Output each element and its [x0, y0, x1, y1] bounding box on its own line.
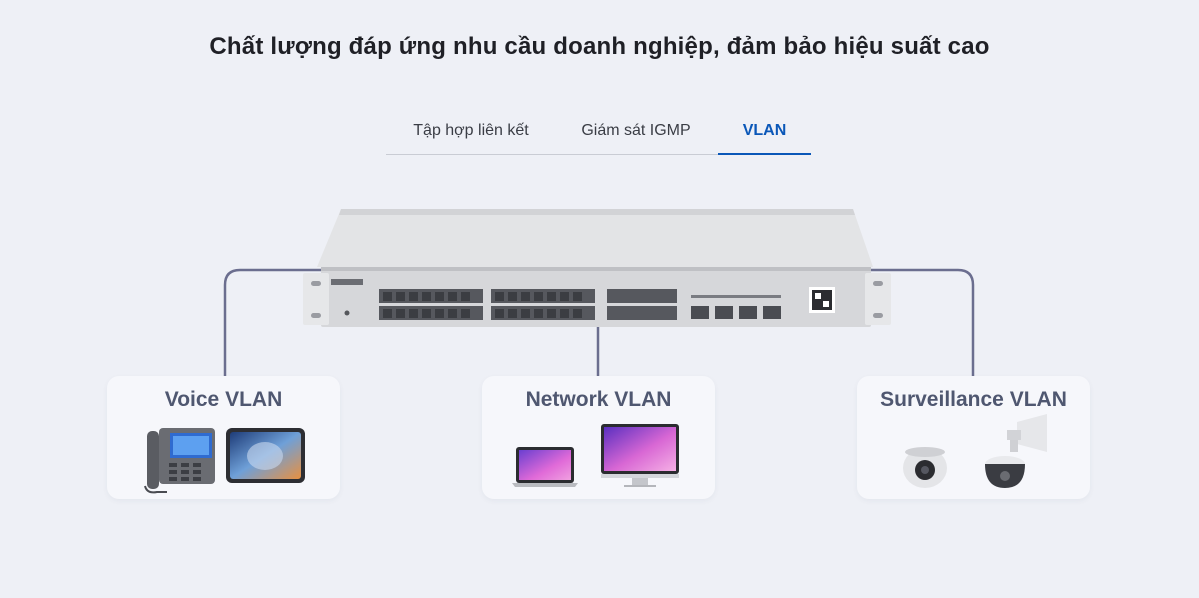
surveillance-vlan-card: Surveillance VLAN — [857, 376, 1090, 499]
card-title: Voice VLAN — [164, 388, 283, 411]
card-title: Surveillance VLAN — [880, 388, 1067, 411]
dome-camera-icon — [903, 447, 947, 488]
tab-igmp-snooping[interactable]: Giám sát IGMP — [581, 122, 691, 139]
ptz-camera-icon — [985, 414, 1047, 488]
tab-link-aggregation[interactable]: Tập hợp liên kết — [413, 122, 529, 139]
voice-vlan-card: Voice VLAN — [107, 376, 340, 499]
tab-bar: Tập hợp liên kết Giám sát IGMP VLAN — [386, 112, 811, 155]
desktop-monitor-icon — [601, 424, 679, 487]
tab-vlan[interactable]: VLAN — [718, 112, 811, 155]
card-title: Network VLAN — [525, 388, 672, 411]
network-switch-image — [303, 209, 891, 327]
ip-phone-icon — [144, 428, 215, 494]
network-vlan-card: Network VLAN — [482, 376, 715, 499]
page-title: Chất lượng đáp ứng nhu cầu doanh nghiệp,… — [209, 33, 990, 60]
tablet-icon — [226, 428, 305, 483]
laptop-icon — [512, 447, 578, 487]
